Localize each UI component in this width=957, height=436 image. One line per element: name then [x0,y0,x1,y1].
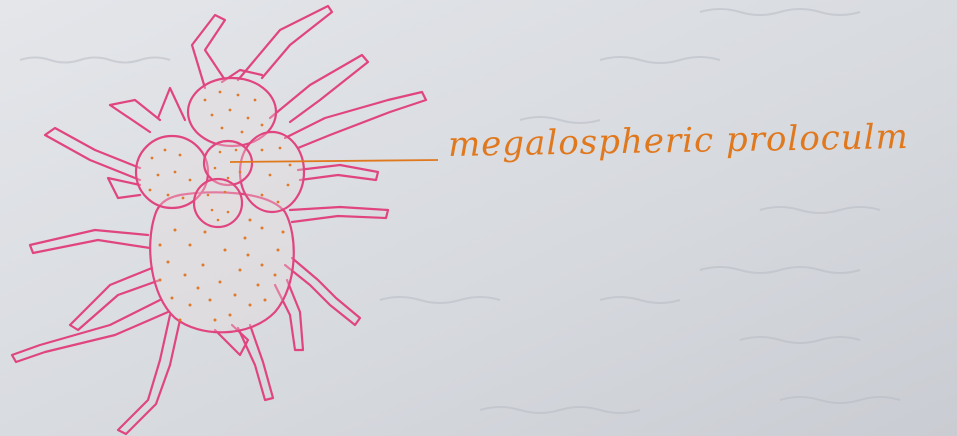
megalospheric-proloculus-label: megalospheric proloculm [448,120,909,162]
